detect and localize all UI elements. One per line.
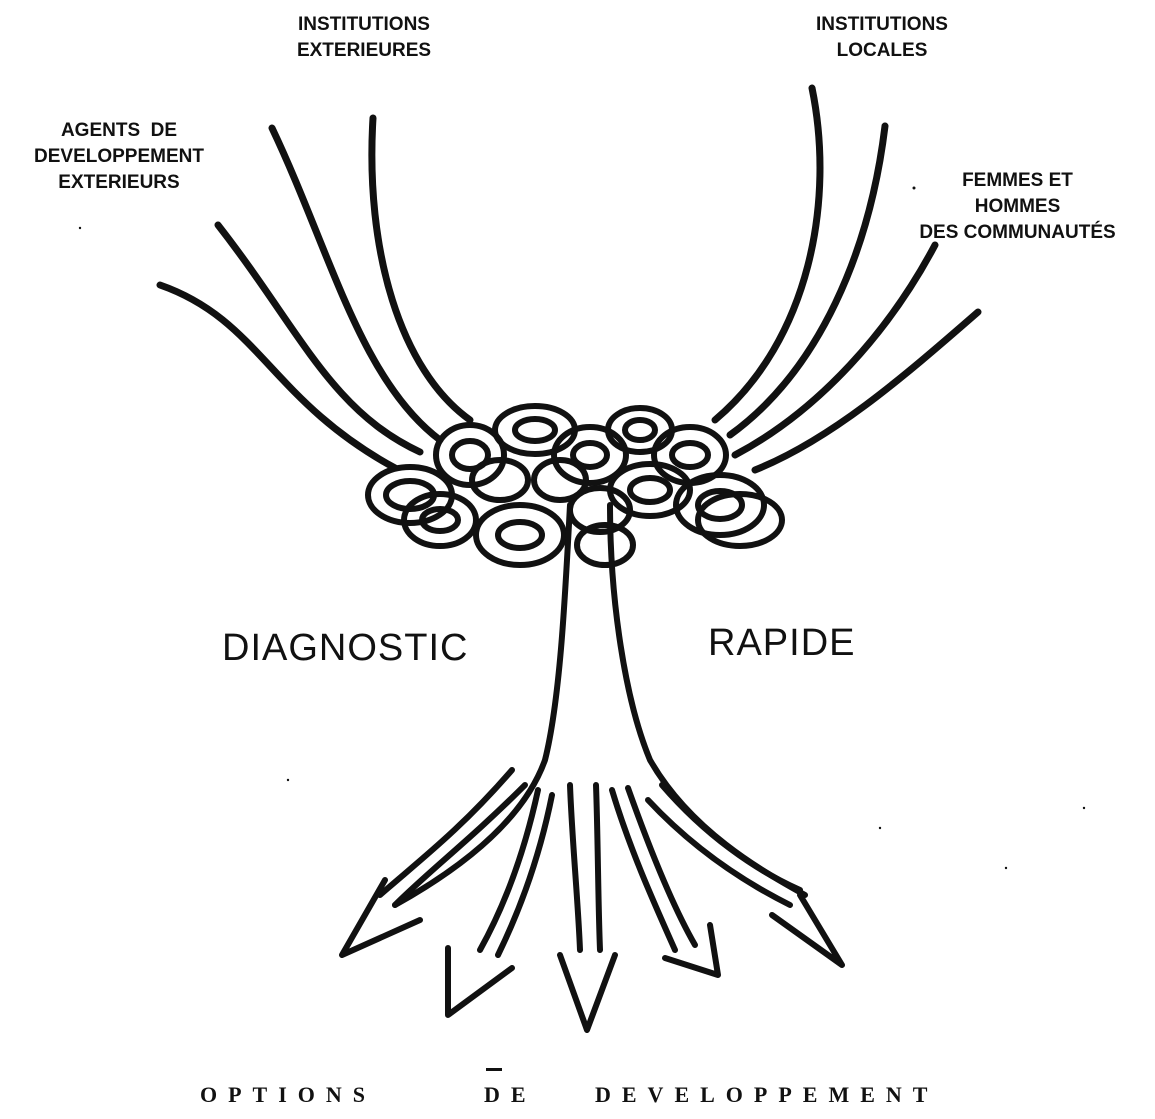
- footer-word-options: OPTIONS: [200, 1082, 376, 1108]
- label-line: INSTITUTIONS: [264, 12, 464, 38]
- arrows-out: [342, 770, 842, 1030]
- label-line: INSTITUTIONS: [782, 12, 982, 38]
- label-agents-de-developpement: AGENTS DE DEVELOPPEMENT EXTERIEURS: [4, 118, 234, 196]
- label-line: LOCALES: [782, 38, 982, 64]
- label-line: DEVELOPPEMENT: [4, 144, 234, 170]
- label-institutions-locales: INSTITUTIONS LOCALES: [782, 12, 982, 64]
- label-line: EXTERIEURS: [4, 170, 234, 196]
- footer-word-developpement: DEVELOPPEMENT: [595, 1082, 938, 1108]
- label-line: FEMMES ET: [880, 168, 1155, 194]
- label-femmes-et-hommes: FEMMES ET HOMMES DES COMMUNAUTÉS: [880, 168, 1155, 246]
- label-line: HOMMES: [880, 194, 1155, 220]
- footer-word-de: DE: [484, 1082, 537, 1108]
- label-line: AGENTS DE: [4, 118, 234, 144]
- label-line: EXTERIEURES: [264, 38, 464, 64]
- center-word-rapide: RAPIDE: [708, 622, 855, 665]
- label-institutions-exterieures: INSTITUTIONS EXTERIEURES: [264, 12, 464, 64]
- center-word-diagnostic: DIAGNOSTIC: [222, 627, 468, 670]
- strands-right: [715, 88, 978, 470]
- label-line: DES COMMUNAUTÉS: [880, 220, 1155, 246]
